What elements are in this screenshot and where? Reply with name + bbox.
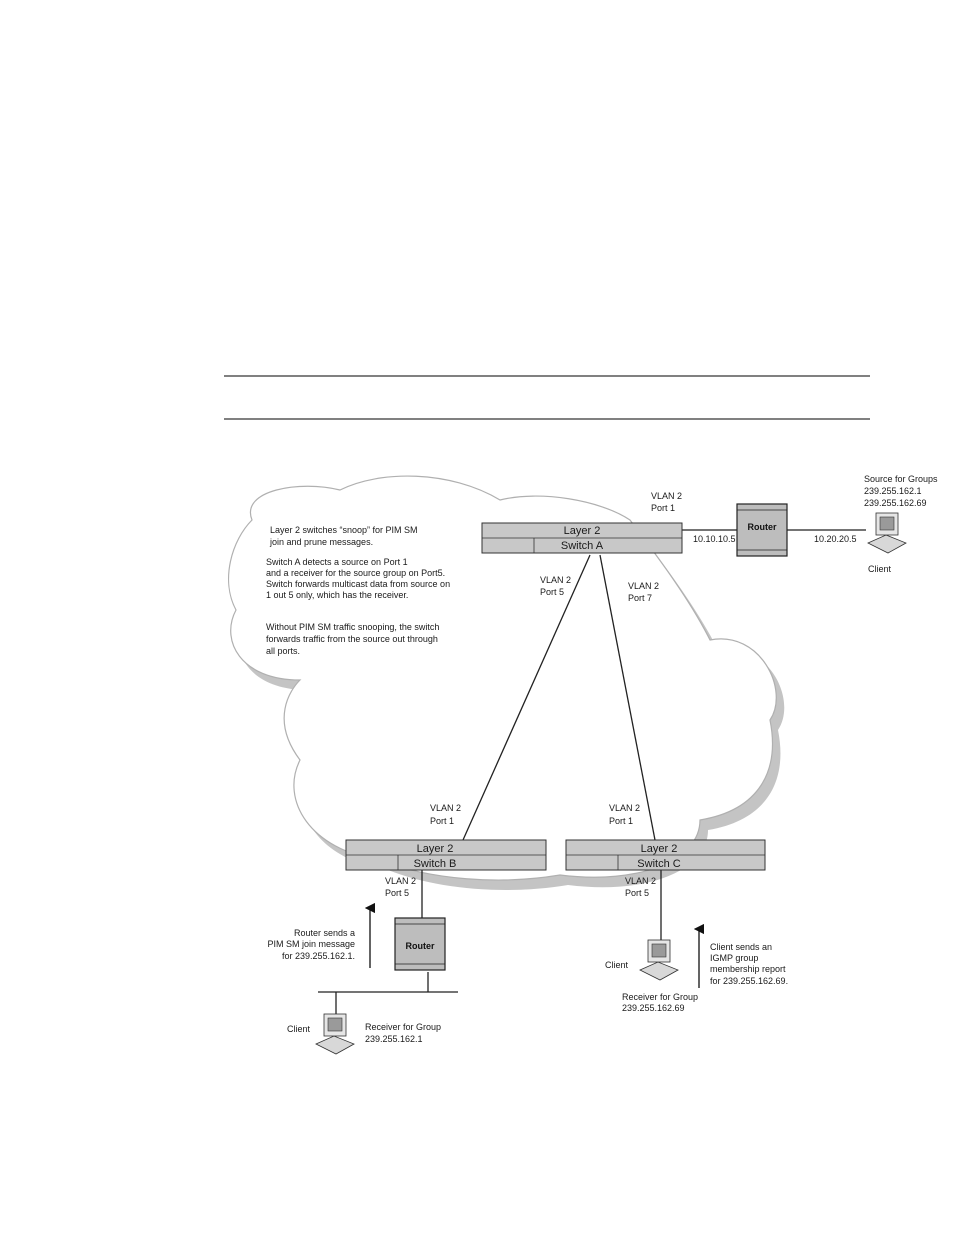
client-note-line: Client sends an [710, 942, 772, 952]
router-top: Router [736, 503, 788, 557]
router-bottom-label: Router [406, 941, 435, 951]
switch-a: Layer 2 Switch A [481, 522, 683, 554]
port-label-c-5: VLAN 2 [625, 876, 656, 886]
port-label-a-7: VLAN 2 [628, 581, 659, 591]
port-label-b-5: Port 5 [385, 888, 409, 898]
port-label-b-1: VLAN 2 [430, 803, 461, 813]
client-note-line: membership report [710, 964, 786, 974]
port-label-b-5: VLAN 2 [385, 876, 416, 886]
router-top-label: Router [748, 522, 777, 532]
cloud-note-line: Switch A detects a source on Port 1 [266, 557, 408, 567]
source-group: 239.255.162.69 [864, 498, 927, 508]
source-client-label: Client [868, 564, 892, 574]
switch-b: Layer 2 Switch B [345, 839, 547, 871]
receiver-c-client-label: Client [605, 960, 629, 970]
cloud-note: Layer 2 switches “snoop” for PIM SM join… [266, 525, 450, 656]
router-note-line: PIM SM join message [267, 939, 355, 949]
receiver-c-line: Receiver for Group [622, 992, 698, 1002]
switch-c: Layer 2 Switch C [565, 839, 766, 871]
port-label-a-1: VLAN 2 [651, 491, 682, 501]
router-note-line: Router sends a [294, 928, 355, 938]
client-b-computer-icon [315, 1013, 355, 1055]
cloud-note-line: forwards traffic from the source out thr… [266, 634, 438, 644]
port-label-a-7: Port 7 [628, 593, 652, 603]
cloud-note-line: 1 out 5 only, which has the receiver. [266, 590, 408, 600]
port-label-a-5: Port 5 [540, 587, 564, 597]
router-top-ip-right: 10.20.20.5 [814, 534, 857, 544]
switch-c-layer-label: Layer 2 [641, 843, 678, 855]
cloud-note-line: all ports. [266, 646, 300, 656]
link-a-b [462, 554, 591, 841]
link-a-c [599, 554, 656, 841]
port-label-b-1: Port 1 [430, 816, 454, 826]
switch-c-name-label: Switch C [637, 858, 680, 870]
switch-b-layer-label: Layer 2 [417, 843, 454, 855]
router-note-line: for 239.255.162.1. [282, 951, 355, 961]
cloud-note-line: Without PIM SM traffic snooping, the swi… [266, 622, 439, 632]
source-heading: Source for Groups [864, 474, 938, 484]
source-computer-icon [867, 512, 907, 554]
receiver-b-line: Receiver for Group [365, 1022, 441, 1032]
cloud-note-line: and a receiver for the source group on P… [266, 568, 445, 578]
source-group: 239.255.162.1 [864, 486, 922, 496]
switch-a-layer-label: Layer 2 [564, 525, 601, 537]
port-label-c-5: Port 5 [625, 888, 649, 898]
receiver-b-line: 239.255.162.1 [365, 1034, 423, 1044]
port-label-a-1: Port 1 [651, 503, 675, 513]
client-note-line: for 239.255.162.69. [710, 976, 788, 986]
client-note-line: IGMP group [710, 953, 758, 963]
router-bottom: Router [394, 917, 446, 971]
receiver-b-client-label: Client [287, 1024, 311, 1034]
port-label-a-5: VLAN 2 [540, 575, 571, 585]
switch-a-name-label: Switch A [561, 540, 604, 552]
router-top-ip-left: 10.10.10.5 [693, 534, 736, 544]
client-c-computer-icon [639, 939, 679, 981]
switch-b-name-label: Switch B [414, 858, 457, 870]
cloud-note-line: Switch forwards multicast data from sour… [266, 579, 450, 589]
receiver-c-line: 239.255.162.69 [622, 1003, 685, 1013]
cloud-note-line: Layer 2 switches “snoop” for PIM SM [270, 525, 418, 535]
cloud-note-line: join and prune messages. [269, 537, 373, 547]
port-label-c-1: Port 1 [609, 816, 633, 826]
network-cloud [228, 475, 785, 890]
port-label-c-1: VLAN 2 [609, 803, 640, 813]
